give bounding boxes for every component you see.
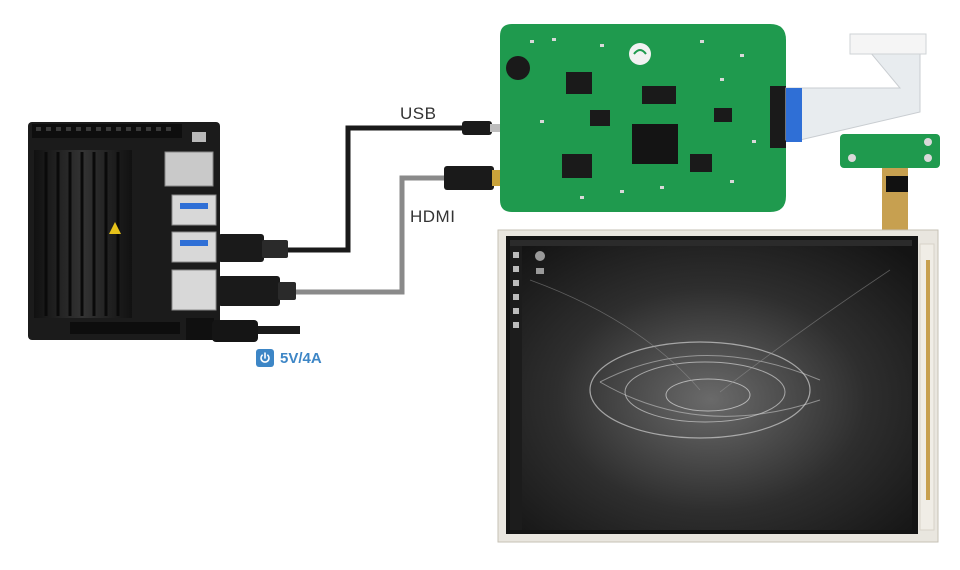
usb-port-2 [171, 231, 217, 263]
hdmi-port [171, 269, 217, 311]
hdmi-cable [296, 175, 444, 295]
driver-board [500, 24, 786, 212]
hdmi-label: HDMI [410, 207, 456, 226]
power-spec-text: 5V/4A [280, 349, 322, 367]
desktop-wallpaper [510, 240, 912, 530]
adapter-board [840, 134, 940, 168]
main-chip [632, 124, 678, 164]
power-label: 5V/4A [256, 349, 322, 367]
usb-label: USB [400, 104, 437, 123]
power-icon [256, 349, 274, 367]
coin-battery [506, 56, 530, 80]
ribbon-cable [785, 33, 927, 142]
usb-port-1 [171, 194, 217, 226]
ethernet-port [164, 151, 214, 187]
logo-icon [629, 43, 651, 65]
warning-icon [109, 222, 121, 234]
usb-cable [288, 125, 462, 253]
jetson-nano-board [28, 122, 220, 340]
desktop-launcher [510, 246, 522, 530]
barrel-jack [186, 318, 214, 340]
desktop-top-bar [510, 240, 912, 246]
lcd-display [497, 229, 939, 543]
